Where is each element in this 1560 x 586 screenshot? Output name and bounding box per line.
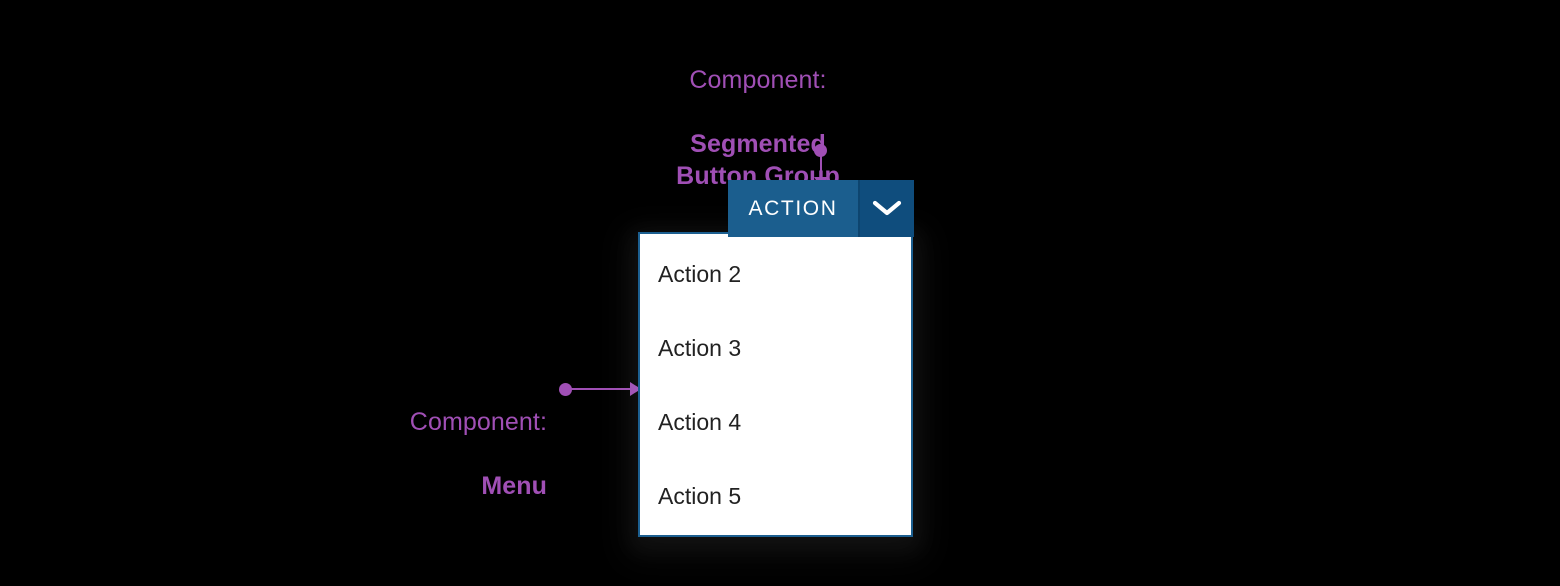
annotation-top-name: Segmented Button Group (676, 130, 840, 190)
menu: Action 2 Action 3 Action 4 Action 5 (638, 232, 913, 537)
annotation-segmented-button-group: Component: Segmented Button Group (558, 32, 958, 192)
connector-left-line (565, 388, 637, 390)
chevron-down-icon (872, 199, 902, 218)
segmented-button-group: ACTION (728, 180, 914, 237)
segment-divider (858, 180, 860, 237)
action-button[interactable]: ACTION (728, 180, 858, 237)
annotation-left-name: Menu (481, 472, 547, 500)
menu-item[interactable]: Action 5 (658, 482, 742, 509)
menu-item[interactable]: Action 3 (658, 334, 742, 361)
annotation-left-lead: Component: (409, 408, 547, 436)
annotation-menu: Component: Menu (247, 374, 547, 502)
action-toggle-button[interactable] (860, 180, 914, 237)
annotation-top-lead: Component: (689, 66, 827, 94)
menu-item[interactable]: Action 4 (658, 408, 742, 435)
connector-left-arrowhead (630, 382, 641, 396)
connector-top-line (820, 150, 822, 184)
menu-item[interactable]: Action 2 (658, 260, 742, 287)
